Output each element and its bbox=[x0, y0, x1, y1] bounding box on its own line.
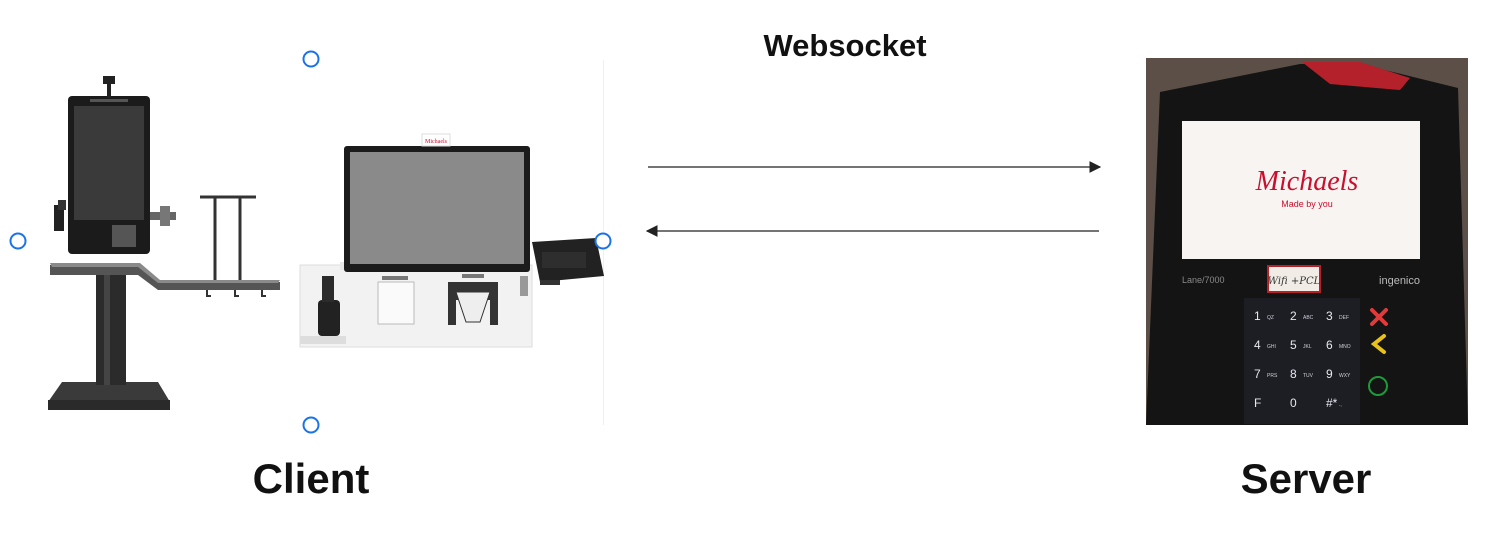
keypad-key-letters: QZ bbox=[1267, 315, 1274, 321]
selection-handle-top[interactable] bbox=[302, 50, 320, 68]
keypad-key-number: #* bbox=[1326, 396, 1338, 410]
keypad-key-letters: PRS bbox=[1267, 373, 1278, 379]
keypad-key: 6 MNO bbox=[1326, 338, 1351, 352]
keypad-key-letters: TUV bbox=[1303, 373, 1314, 379]
terminal-tagline: Made by you bbox=[1281, 199, 1333, 209]
keypad-key-number: 6 bbox=[1326, 338, 1333, 352]
keypad-key-number: 2 bbox=[1290, 309, 1297, 323]
keypad-key: 2 ABC bbox=[1290, 309, 1314, 323]
keypad-key: 5 JKL bbox=[1290, 338, 1312, 352]
countertop-kiosk: Michaels bbox=[299, 133, 604, 348]
keypad-key: 4 GHI bbox=[1254, 338, 1276, 352]
keypad-key-letters: DEF bbox=[1339, 315, 1349, 321]
keypad-key-number: 4 bbox=[1254, 338, 1261, 352]
keypad-key-number: 5 bbox=[1290, 338, 1297, 352]
keypad-key-letters: ., bbox=[1339, 402, 1342, 408]
selection-handle-bottom[interactable] bbox=[302, 416, 320, 434]
keypad-key-letters: ABC bbox=[1303, 315, 1314, 321]
keypad-key: 7 PRS bbox=[1254, 367, 1278, 381]
keypad-key-letters: MNO bbox=[1339, 344, 1351, 350]
client-label: Client bbox=[252, 455, 370, 502]
protocol-label: Websocket bbox=[763, 28, 927, 63]
keypad-key-number: F bbox=[1254, 396, 1261, 410]
selection-handle-left[interactable] bbox=[9, 232, 27, 250]
keypad-key: 0 bbox=[1290, 396, 1297, 410]
keypad-key-number: 8 bbox=[1290, 367, 1297, 381]
keypad-key-letters: JKL bbox=[1303, 344, 1312, 350]
server-label: Server bbox=[1240, 455, 1372, 502]
keypad-key: F bbox=[1254, 396, 1261, 410]
terminal-maker: ingenico bbox=[1379, 275, 1420, 287]
keypad-key-letters: WXY bbox=[1339, 373, 1351, 379]
terminal-sticker: Wifi +PCL bbox=[1268, 276, 1321, 287]
selection-handle-right[interactable] bbox=[594, 232, 612, 250]
keypad-key-number: 7 bbox=[1254, 367, 1261, 381]
terminal-model: Lane/7000 bbox=[1182, 275, 1225, 285]
keypad-key: 8 TUV bbox=[1290, 367, 1314, 381]
terminal-brand: Michaels bbox=[1255, 166, 1359, 197]
keypad-key-number: 1 bbox=[1254, 309, 1261, 323]
keypad-key-number: 9 bbox=[1326, 367, 1333, 381]
payment-terminal: Michaels Made by you Lane/7000 ingenico … bbox=[1146, 58, 1468, 425]
standing-kiosk bbox=[48, 76, 280, 410]
keypad-key-number: 3 bbox=[1326, 309, 1333, 323]
keypad-key: 1 QZ bbox=[1254, 309, 1274, 323]
keypad-key-number: 0 bbox=[1290, 396, 1297, 410]
keypad-key: #*., bbox=[1326, 396, 1342, 410]
keypad: 1 QZ 2 ABC 3 DEF 4 GHI 5 JKL 6 MNO 7 PRS 8 TUV 9 WXY F 0 #*.… bbox=[1254, 309, 1351, 410]
keypad-key-letters: GHI bbox=[1267, 344, 1276, 350]
keypad-key: 3 DEF bbox=[1326, 309, 1349, 323]
keypad-key: 9 WXY bbox=[1326, 367, 1351, 381]
kiosk-sign: Michaels bbox=[425, 139, 448, 145]
